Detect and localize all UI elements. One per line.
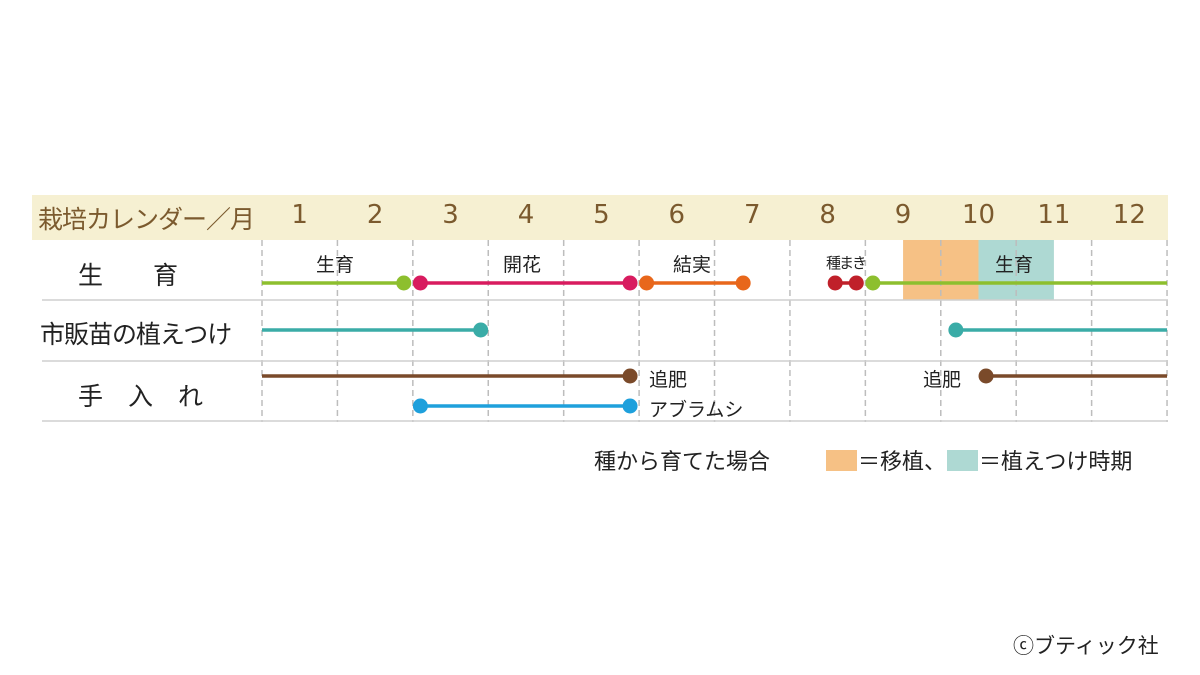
dot-orange [735,275,751,291]
dot-green [865,275,881,291]
month-label-6: 6 [668,200,686,230]
month-label-2: 2 [366,200,384,230]
label-fruit: 結実 [673,254,712,276]
dot-red [827,275,843,291]
month-label-8: 8 [819,200,836,230]
label-fertilize: 追肥 [649,369,688,391]
label-sowing: 種まき [826,254,867,272]
month-label-3: 3 [442,200,459,230]
legend-transplant-swatch [826,450,857,471]
row-label-growth: 生 育 [78,261,179,290]
dot-blue [412,398,428,414]
month-label-4: 4 [517,200,535,230]
label-growth: 生育 [316,254,355,276]
label-growth-2: 生育 [995,254,1034,276]
month-label-7: 7 [743,200,761,230]
header-band [32,195,1168,240]
dot-teal [948,322,964,338]
dot-blue [622,398,638,414]
row-label-planting: 市販苗の植えつけ [40,320,232,349]
dot-magenta [622,275,638,291]
legend-transplant-text: ＝移植、 [858,450,947,475]
label-fertilize-2: 追肥 [923,369,962,391]
dot-orange [639,275,655,291]
row-label-care: 手 入 れ [78,382,204,411]
calendar-title: 栽培カレンダー／月 [38,205,255,234]
dot-brown [622,368,638,384]
month-label-9: 9 [894,200,912,230]
legend-planting-text: ＝植えつけ時期 [979,450,1133,475]
label-bloom: 開花 [503,254,542,276]
month-label-10: 10 [961,200,996,230]
copyright: ⓒブティック社 [1013,634,1159,658]
month-label-12: 12 [1112,200,1146,230]
dot-green [396,275,412,291]
legend-seed-text: 種から育てた場合 [594,450,771,475]
dot-brown [978,368,994,384]
month-label-5: 5 [593,200,610,230]
label-aphid: アブラムシ [649,399,744,421]
dot-teal [473,322,489,338]
legend-planting-swatch [947,450,978,471]
month-label-1: 1 [291,200,308,230]
dot-red [848,275,864,291]
dot-magenta [412,275,428,291]
month-label-11: 11 [1037,200,1071,230]
